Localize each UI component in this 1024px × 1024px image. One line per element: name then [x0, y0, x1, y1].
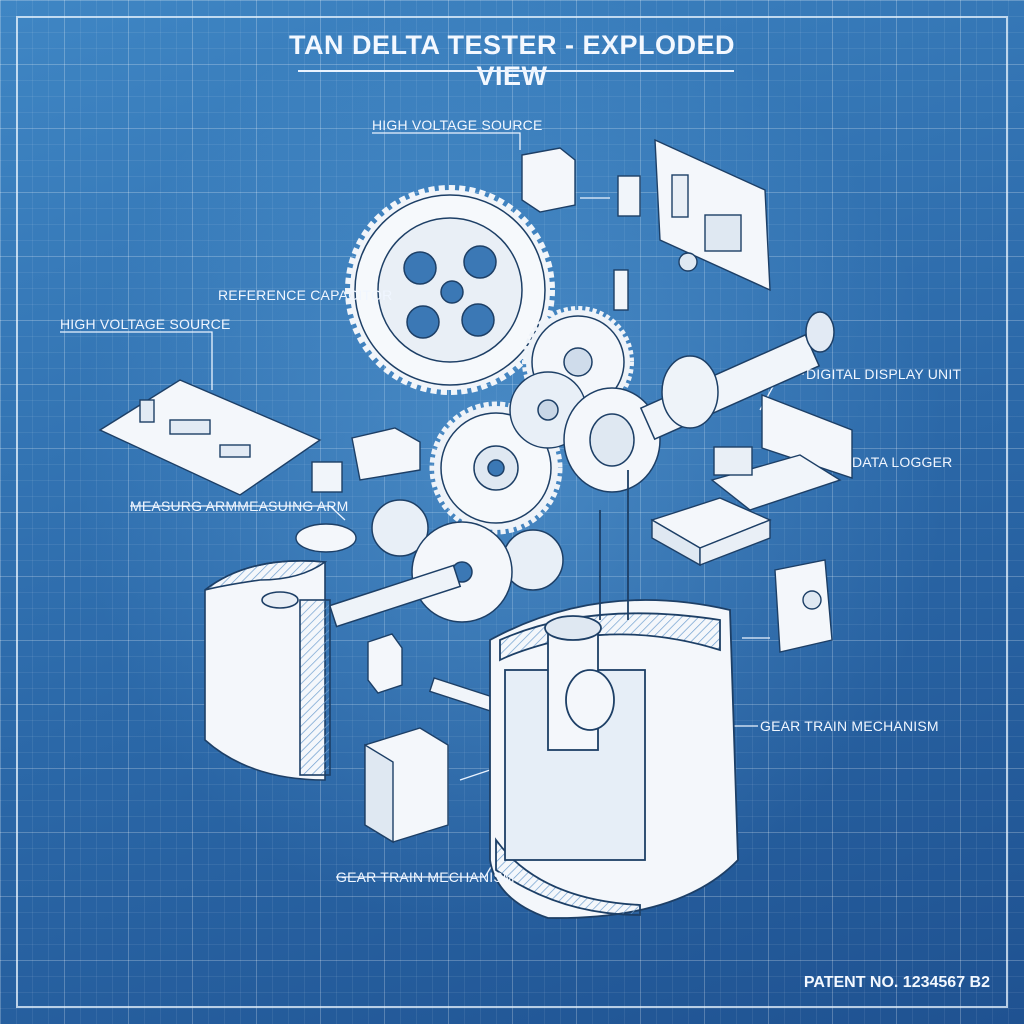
- bracket-part: [295, 427, 421, 553]
- diagram-title: TAN DELTA TESTER - EXPLODED VIEW: [288, 30, 735, 91]
- label-reference-capacitor: REFERENCE CAPACITOR: [218, 287, 393, 303]
- control-circuit-board: [654, 138, 771, 292]
- label-gear-train-mechanism-bottom: GEAR TRAIN MECHANISM: [336, 869, 515, 885]
- sensor-chip: [650, 497, 772, 567]
- label-high-voltage-source-left: HIGH VOLTAGE SOURCE: [60, 316, 231, 332]
- patent-number: PATENT NO. 1234567 B2: [803, 974, 990, 991]
- title-underline: [298, 70, 734, 72]
- terminal-block: [367, 633, 512, 717]
- digital-display-board: [710, 393, 853, 511]
- label-high-voltage-source-top: HIGH VOLTAGE SOURCE: [372, 117, 543, 133]
- hv-source-circuit-board: [98, 379, 322, 496]
- label-data-logger: DATA LOGGER: [852, 454, 953, 470]
- transformer-block: [364, 727, 449, 844]
- pulley-drum: [328, 387, 661, 628]
- hv-source-module: [521, 147, 641, 311]
- drive-shaft: [639, 311, 835, 441]
- relay-module: [774, 559, 833, 653]
- left-casing: [204, 560, 331, 781]
- label-digital-display-unit: DIGITAL DISPLAY UNIT: [806, 366, 962, 382]
- large-gear: [345, 185, 555, 395]
- label-gear-train-mechanism-right: GEAR TRAIN MECHANISM: [760, 718, 939, 734]
- label-measuring-arm: MEASURG ARMMEASUING ARM: [130, 498, 349, 514]
- main-housing: [489, 470, 739, 919]
